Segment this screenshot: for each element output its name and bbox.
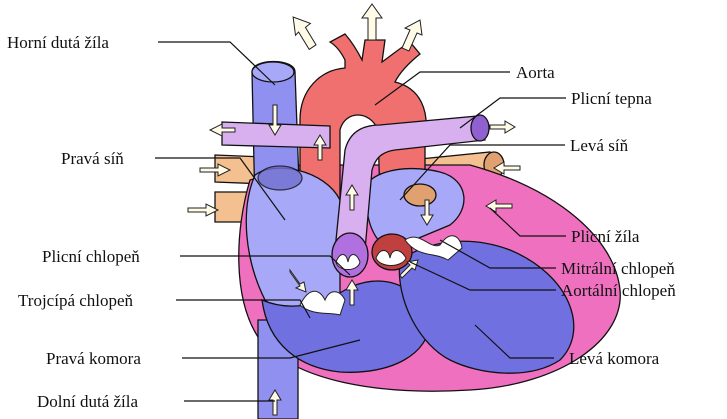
svc-opening <box>252 62 294 82</box>
label-left-atrium: Levá síň <box>570 136 629 155</box>
label-tricuspid-valve: Trojcípá chlopeň <box>18 291 134 310</box>
label-mitral-valve: Mitrální chlopeň <box>561 259 675 278</box>
pulmonary-valve-shape <box>332 233 368 277</box>
pulmonary-artery-opening <box>471 115 489 141</box>
label-aorta: Aorta <box>516 63 555 82</box>
label-right-ventricle: Pravá komora <box>46 349 141 368</box>
svc-inlet <box>258 166 302 190</box>
label-inferior-vena-cava: Dolní dutá žíla <box>37 392 138 411</box>
label-aortic-valve: Aortální chlopeň <box>561 281 676 300</box>
label-right-atrium: Pravá síň <box>61 149 124 168</box>
label-superior-vena-cava: Horní dutá žíla <box>7 33 109 52</box>
label-pulmonary-veins: Plicní žíla <box>571 227 640 246</box>
label-pulmonary-artery: Plicní tepna <box>571 89 652 108</box>
label-left-ventricle: Levá komora <box>569 349 660 368</box>
pulmonary-vein-inlet <box>404 184 436 206</box>
label-pulmonary-valve: Plicní chlopeň <box>42 247 140 266</box>
right-atrium-shape <box>246 168 340 312</box>
